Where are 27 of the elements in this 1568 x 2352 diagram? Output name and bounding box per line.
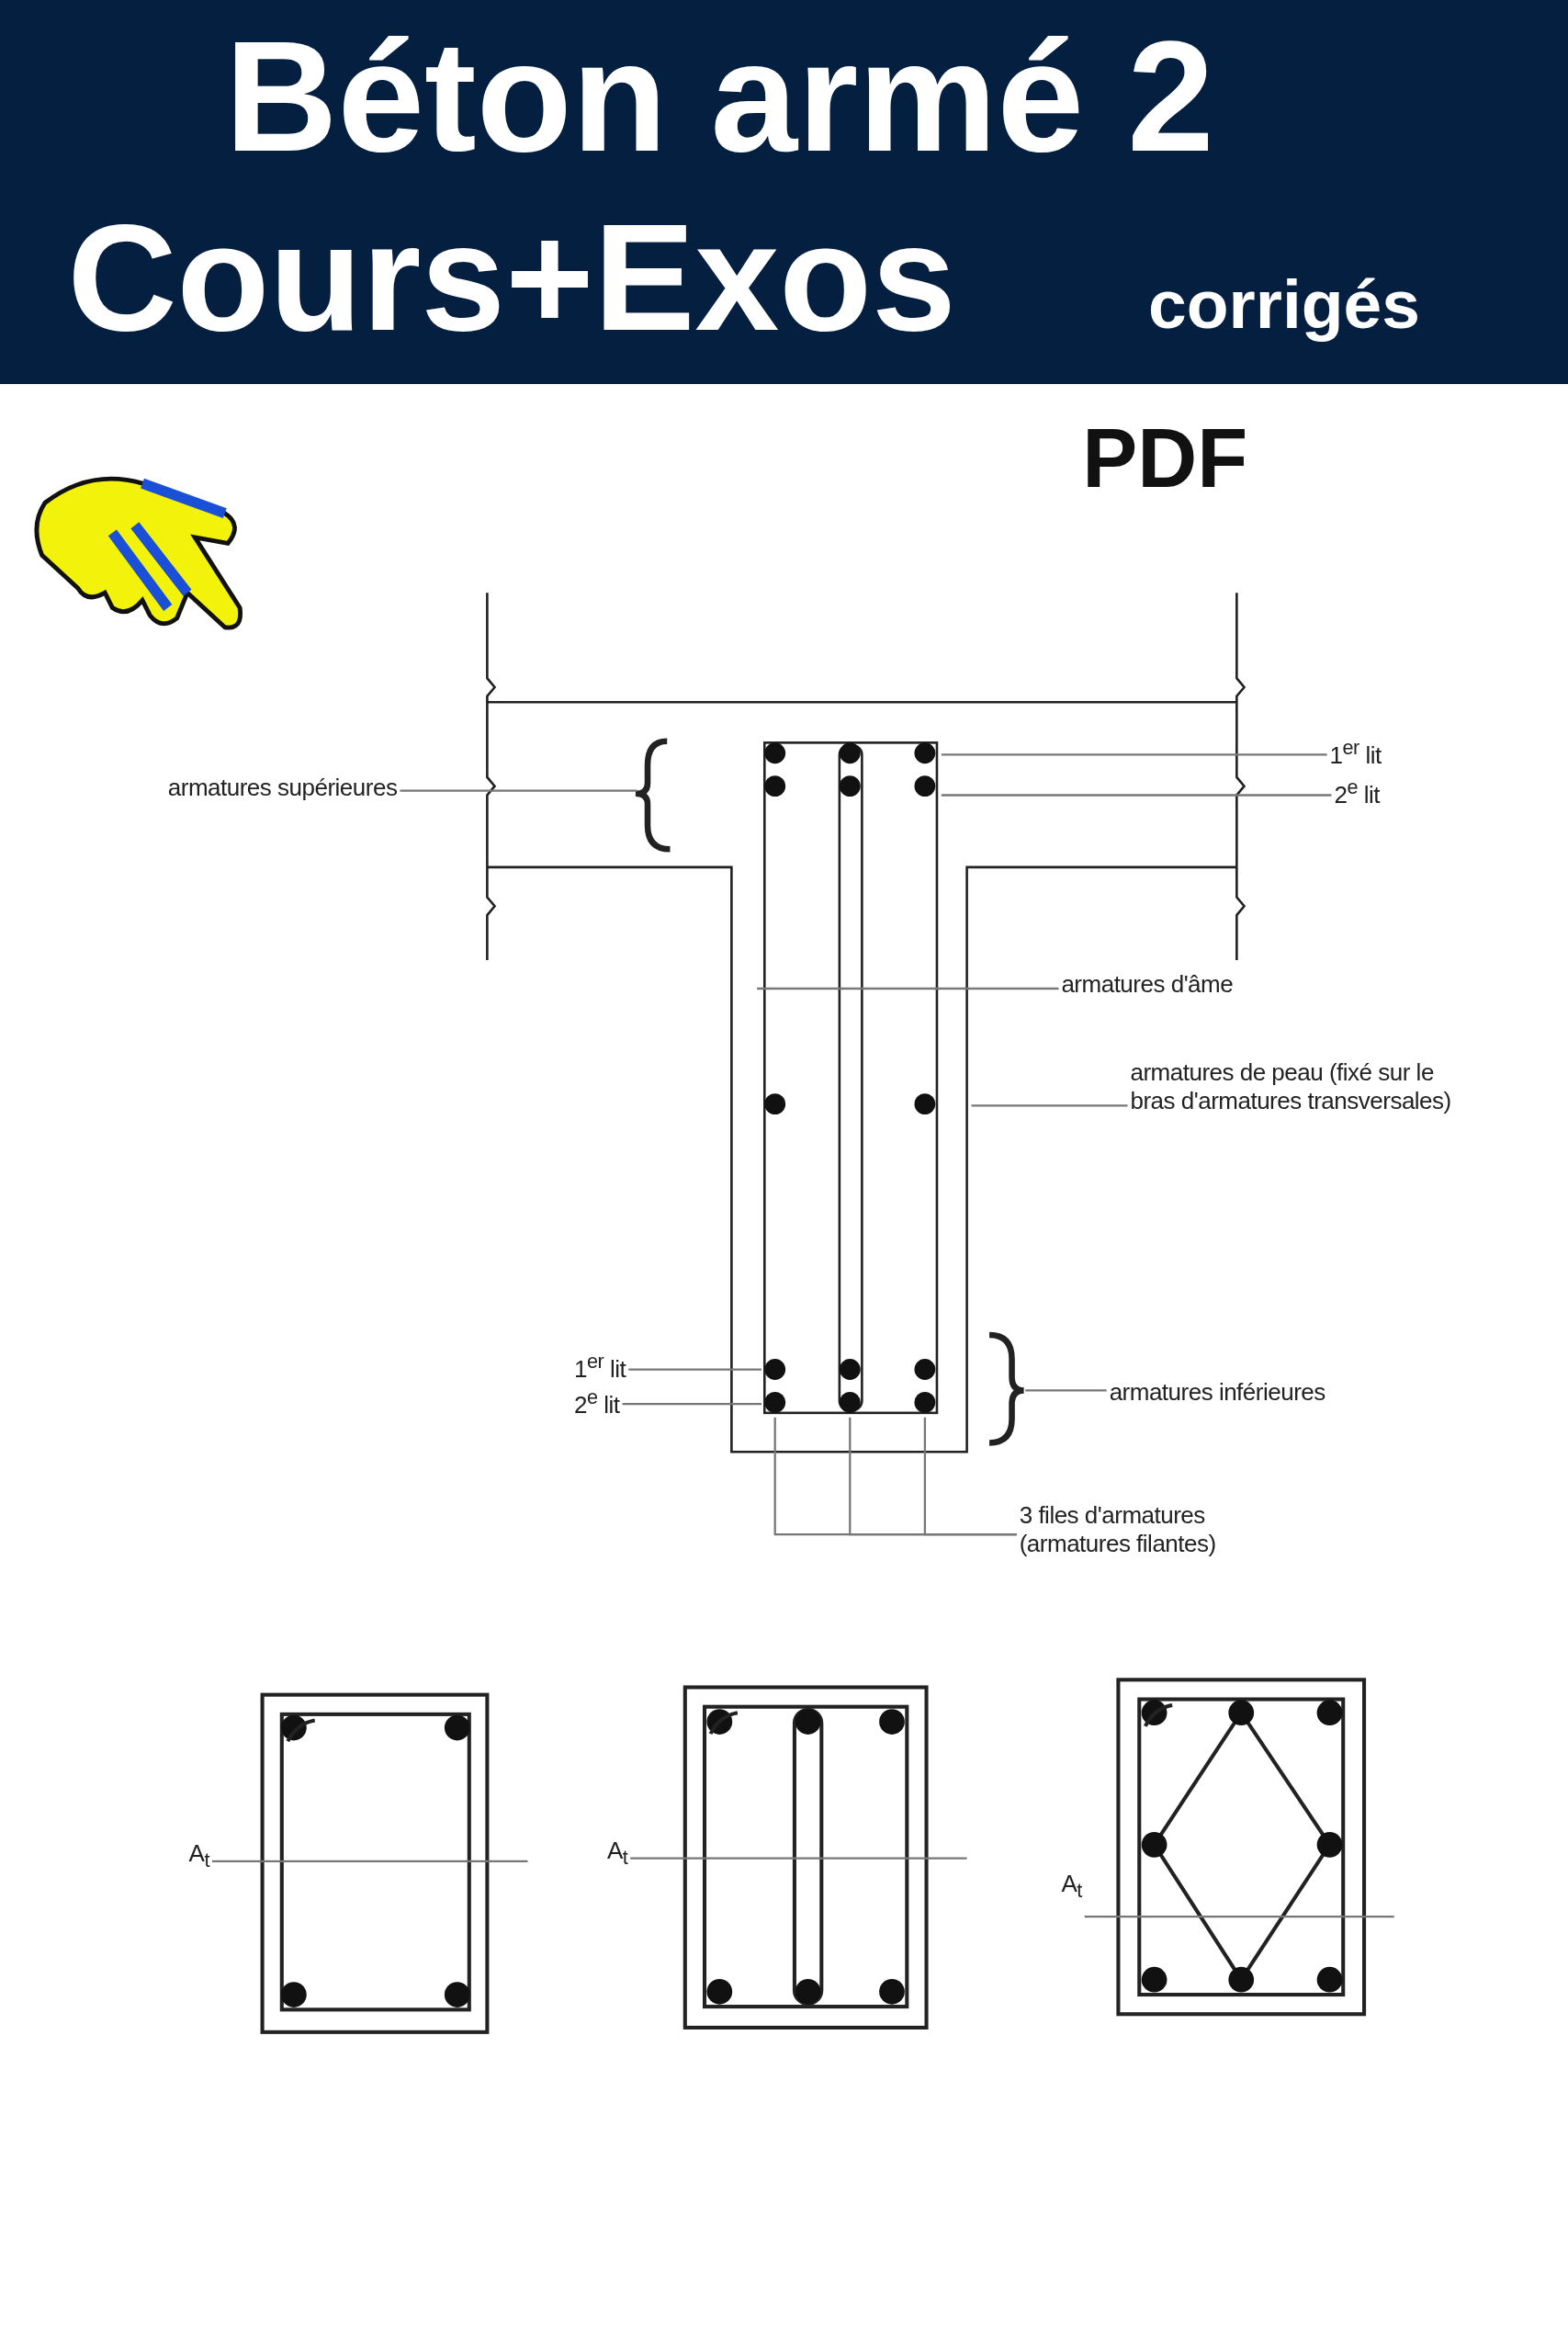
title: Béton armé 2 <box>224 17 1214 175</box>
callout-label: 2$^{e}$ lit <box>574 1385 620 1419</box>
leader-line <box>941 753 1327 756</box>
leader-line <box>1025 1389 1107 1392</box>
leader-line <box>757 987 1059 990</box>
leader-line <box>923 1417 1017 1536</box>
leader-line <box>211 1860 528 1862</box>
leader-line <box>971 1104 1128 1107</box>
leader-line <box>941 794 1332 797</box>
callout-label: 1$^{er}$ lit <box>574 1349 626 1384</box>
callout-label: A$_{t}$ <box>606 1837 628 1871</box>
leader-line <box>628 1368 761 1371</box>
callout-label: 2$^{e}$ lit <box>1334 775 1380 809</box>
leader-line <box>630 1857 967 1860</box>
callout-label: A$_{t}$ <box>1061 1870 1082 1904</box>
subtitle: Cours+Exos <box>67 202 956 355</box>
callout-label: armatures inférieures <box>1109 1377 1325 1407</box>
callout-label: 3 files d'armatures (armatures filantes) <box>1019 1500 1259 1558</box>
pdf-label: PDF <box>1082 416 1248 500</box>
leader-line <box>400 789 637 792</box>
leader-line <box>1084 1916 1394 1918</box>
leader-line <box>622 1402 761 1406</box>
callout-label: 1$^{er}$ lit <box>1329 736 1382 771</box>
callout-label: A$_{t}$ <box>188 1839 209 1873</box>
callout-label: armatures d'âme <box>1061 969 1234 1000</box>
callout-label: armatures de peau (fixé sur le bras d'armatures transversales) <box>1130 1058 1468 1116</box>
callout-label: armatures supérieures <box>167 774 398 803</box>
